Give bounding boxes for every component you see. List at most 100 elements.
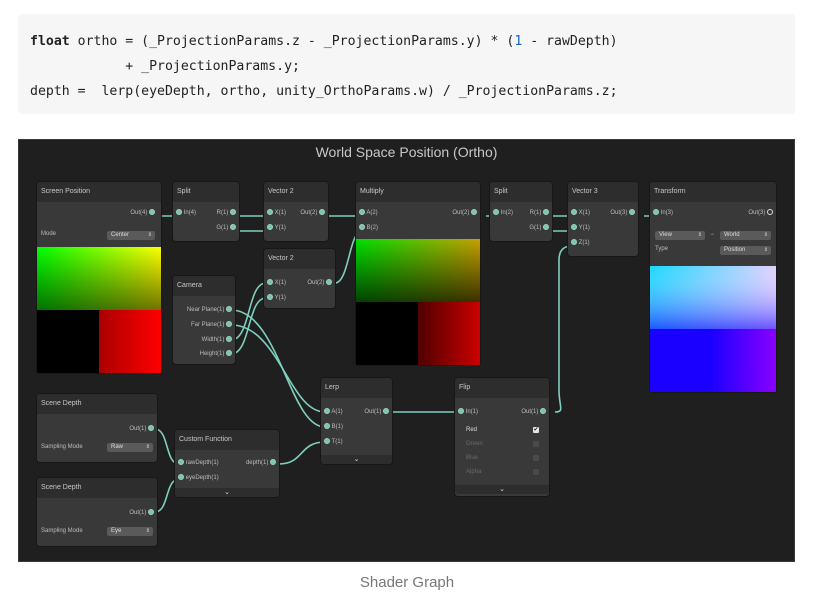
port-out[interactable]: Out(1): [521, 408, 546, 416]
node-title: Flip: [455, 378, 549, 398]
wire-camera-height-vec2b-y: [230, 297, 267, 355]
port-out[interactable]: Out(1): [129, 425, 154, 433]
port-raw-depth[interactable]: rawDepth(1): [178, 459, 219, 467]
port-dot-icon: [458, 408, 464, 415]
port-dot-icon: [226, 321, 232, 328]
node-flip[interactable]: Flip In(1) Out(1) Red ✔ Green Blue Alpha…: [455, 378, 549, 496]
node-split-2[interactable]: Split In(2) R(1) G(1): [490, 182, 552, 241]
port-dot-icon: [571, 209, 577, 216]
port-far-plane[interactable]: Far Plane(1): [191, 321, 232, 329]
port-height[interactable]: Height(1): [200, 350, 232, 358]
code-text: - rawDepth): [522, 34, 618, 49]
node-scene-depth-raw[interactable]: Scene Depth Out(1) Sampling Mode Raw⇕: [37, 394, 157, 462]
preview-image: [356, 239, 480, 365]
port-x[interactable]: X(1): [267, 279, 286, 287]
node-lerp[interactable]: Lerp A(1) B(1) T(1) Out(1) ⌄: [321, 378, 392, 464]
port-dot-icon: [324, 438, 330, 445]
port-out[interactable]: Out(4): [130, 209, 155, 217]
sampling-mode-dropdown[interactable]: Raw⇕: [107, 443, 153, 452]
port-dot-icon: [543, 224, 549, 231]
type-label: Type: [655, 246, 669, 252]
port-out[interactable]: Out(1): [364, 408, 389, 416]
flip-blue-checkbox[interactable]: [533, 455, 539, 461]
node-transform[interactable]: Transform In(3) Out(3) View⇕ → World⇕ Ty…: [650, 182, 776, 392]
port-dot-icon: [270, 459, 276, 466]
port-dot-icon: [176, 209, 182, 216]
port-dot-icon: [149, 209, 155, 216]
type-dropdown[interactable]: Position⇕: [720, 246, 771, 255]
port-out[interactable]: Out(1): [129, 509, 154, 517]
node-vector2-b[interactable]: Vector 2 X(1) Y(1) Out(2): [264, 249, 335, 308]
preview-image: [37, 247, 161, 373]
port-y[interactable]: Y(1): [267, 224, 286, 232]
port-x[interactable]: X(1): [571, 209, 590, 217]
port-t[interactable]: T(1): [324, 438, 343, 446]
node-custom-function[interactable]: Custom Function rawDepth(1) eyeDepth(1) …: [175, 430, 279, 497]
port-x[interactable]: X(1): [267, 209, 286, 217]
flip-red-checkbox[interactable]: ✔: [533, 427, 539, 433]
port-near-plane[interactable]: Near Plane(1): [187, 306, 232, 314]
port-out[interactable]: depth(1): [246, 459, 276, 467]
node-vector3[interactable]: Vector 3 X(1) Y(1) Z(1) Out(3): [568, 182, 638, 256]
port-b[interactable]: B(1): [324, 423, 343, 431]
port-dot-icon: [383, 408, 389, 415]
wire-flip-vec3-z: [554, 245, 573, 413]
port-in[interactable]: In(3): [653, 209, 673, 217]
port-r[interactable]: R(1): [530, 209, 549, 217]
port-y[interactable]: Y(1): [267, 294, 286, 302]
sampling-mode-dropdown[interactable]: Eye⇕: [107, 527, 153, 536]
port-r[interactable]: R(1): [217, 209, 236, 217]
sampling-mode-label: Sampling Mode: [41, 528, 83, 534]
port-dot-icon: [767, 209, 773, 216]
flip-green-label: Green: [466, 441, 483, 447]
port-out[interactable]: Out(3): [610, 209, 635, 217]
node-split-1[interactable]: Split In(4) R(1) G(1): [173, 182, 239, 241]
port-dot-icon: [230, 209, 236, 216]
port-eye-depth[interactable]: eyeDepth(1): [178, 474, 219, 482]
port-out[interactable]: Out(2): [300, 209, 325, 217]
port-a[interactable]: A(1): [324, 408, 343, 416]
port-out[interactable]: Out(2): [452, 209, 477, 217]
port-y[interactable]: Y(1): [571, 224, 590, 232]
to-space-dropdown[interactable]: World⇕: [720, 231, 771, 240]
wires-layer: [152, 215, 668, 513]
port-width[interactable]: Width(1): [202, 336, 232, 344]
expand-chevron-icon[interactable]: ⌄: [175, 488, 279, 497]
flip-green-checkbox[interactable]: [533, 441, 539, 447]
flip-alpha-checkbox[interactable]: [533, 469, 539, 475]
code-line-2: + _ProjectionParams.y;: [30, 59, 300, 74]
node-title: Screen Position: [37, 182, 161, 202]
mode-dropdown[interactable]: Center⇕: [107, 231, 155, 240]
port-g[interactable]: G(1): [529, 224, 549, 232]
port-dot-icon: [267, 209, 273, 216]
port-dot-icon: [653, 209, 659, 216]
port-z[interactable]: Z(1): [571, 239, 590, 247]
port-dot-icon: [543, 209, 549, 216]
shader-graph-canvas[interactable]: World Space Position (Ortho) Screen Posi…: [18, 139, 795, 562]
port-in[interactable]: In(4): [176, 209, 196, 217]
node-multiply[interactable]: Multiply A(2) B(2) Out(2): [356, 182, 480, 365]
port-a[interactable]: A(2): [359, 209, 378, 217]
port-dot-icon: [326, 279, 332, 286]
node-title: Vector 2: [264, 249, 335, 269]
port-in[interactable]: In(2): [493, 209, 513, 217]
port-dot-icon: [319, 209, 325, 216]
expand-chevron-icon[interactable]: ⌄: [321, 455, 392, 464]
wire-camera-width-vec2b-x: [230, 282, 267, 341]
wire-custom-lerp-t: [278, 441, 326, 465]
port-g[interactable]: G(1): [216, 224, 236, 232]
code-block: float ortho = (_ProjectionParams.z - _Pr…: [18, 14, 795, 114]
port-b[interactable]: B(2): [359, 224, 378, 232]
expand-chevron-icon[interactable]: ⌄: [455, 485, 549, 494]
node-scene-depth-eye[interactable]: Scene Depth Out(1) Sampling Mode Eye⇕: [37, 478, 157, 546]
node-title: Transform: [650, 182, 776, 202]
node-camera[interactable]: Camera Near Plane(1) Far Plane(1) Width(…: [173, 276, 235, 364]
code-line-1: float ortho = (_ProjectionParams.z - _Pr…: [30, 29, 795, 54]
port-out[interactable]: Out(2): [307, 279, 332, 287]
graph-title: World Space Position (Ortho): [315, 144, 498, 160]
node-screen-position[interactable]: Screen Position Out(4) Mode Center⇕: [37, 182, 161, 373]
from-space-dropdown[interactable]: View⇕: [655, 231, 705, 240]
node-vector2-a[interactable]: Vector 2 X(1) Y(1) Out(2): [264, 182, 328, 241]
port-in[interactable]: In(1): [458, 408, 478, 416]
port-out[interactable]: Out(3): [748, 209, 773, 217]
